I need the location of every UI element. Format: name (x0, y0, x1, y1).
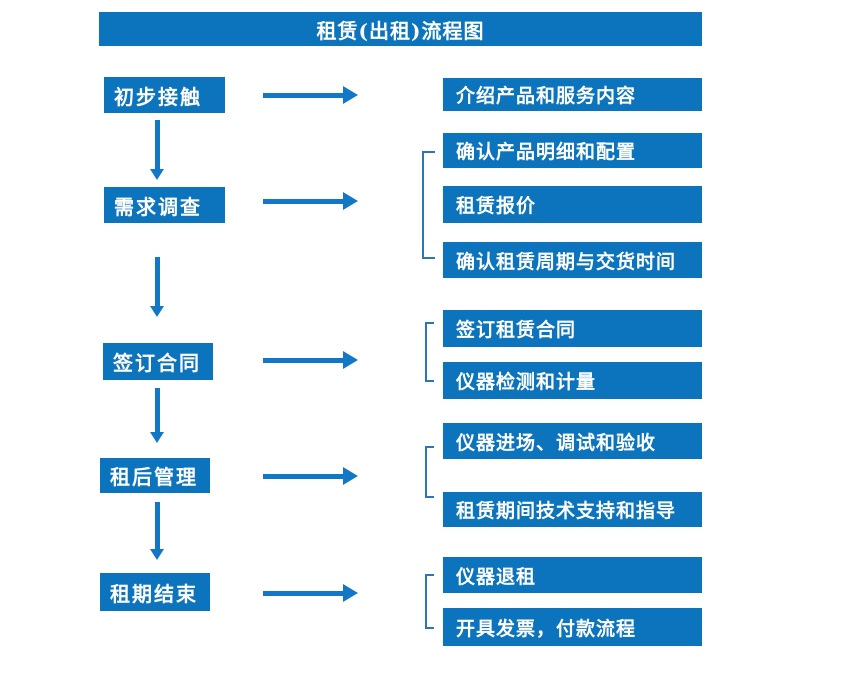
down-arrow-icon (150, 502, 165, 560)
detail-box-confirm-product-details: 确认产品明细和配置 (443, 133, 702, 168)
arrow-head (343, 467, 358, 485)
detail-box-invoice-payment: 开具发票，付款流程 (443, 608, 702, 646)
detail-box-introduce-products: 介绍产品和服务内容 (443, 78, 702, 111)
step-box-rental-end: 租期结束 (100, 573, 210, 611)
arrow-shaft (263, 199, 344, 204)
right-arrow-icon (263, 467, 358, 485)
step-box-initial-contact: 初步接触 (104, 77, 225, 113)
arrow-shaft (155, 257, 160, 306)
step-box-sign-contract: 签订合同 (103, 343, 213, 380)
group-bracket (425, 574, 434, 629)
arrow-shaft (155, 388, 160, 432)
arrow-head (343, 192, 358, 210)
step-box-post-rental-management: 租后管理 (100, 458, 210, 493)
arrow-shaft (263, 591, 344, 596)
detail-box-instrument-return: 仪器退租 (443, 557, 702, 593)
arrow-head (150, 549, 164, 560)
step-box-demand-survey: 需求调查 (104, 187, 225, 223)
detail-box-sign-rental-contract: 签订租赁合同 (443, 310, 702, 347)
arrow-shaft (155, 120, 160, 169)
detail-box-instrument-testing: 仪器检测和计量 (443, 362, 702, 399)
arrow-head (343, 351, 358, 369)
group-bracket (422, 151, 435, 259)
arrow-shaft (263, 474, 344, 479)
detail-box-instrument-setup-acceptance: 仪器进场、调试和验收 (443, 423, 702, 459)
group-bracket (425, 446, 434, 498)
arrow-head (343, 86, 358, 104)
arrow-shaft (155, 502, 160, 549)
group-bracket (425, 322, 434, 382)
down-arrow-icon (150, 388, 165, 443)
right-arrow-icon (263, 192, 358, 210)
right-arrow-icon (263, 86, 358, 104)
detail-box-confirm-rental-period: 确认租赁周期与交货时间 (443, 242, 702, 278)
arrow-head (343, 584, 358, 602)
arrow-shaft (263, 358, 344, 363)
arrow-head (150, 306, 164, 317)
right-arrow-icon (263, 351, 358, 369)
arrow-head (150, 169, 164, 180)
down-arrow-icon (150, 120, 165, 180)
down-arrow-icon (150, 257, 165, 317)
arrow-head (150, 432, 164, 443)
detail-box-rental-quote: 租赁报价 (443, 186, 702, 223)
right-arrow-icon (263, 584, 358, 602)
flowchart-title: 租赁(出租)流程图 (99, 12, 702, 46)
arrow-shaft (263, 93, 344, 98)
detail-box-technical-support: 租赁期间技术支持和指导 (443, 492, 702, 527)
